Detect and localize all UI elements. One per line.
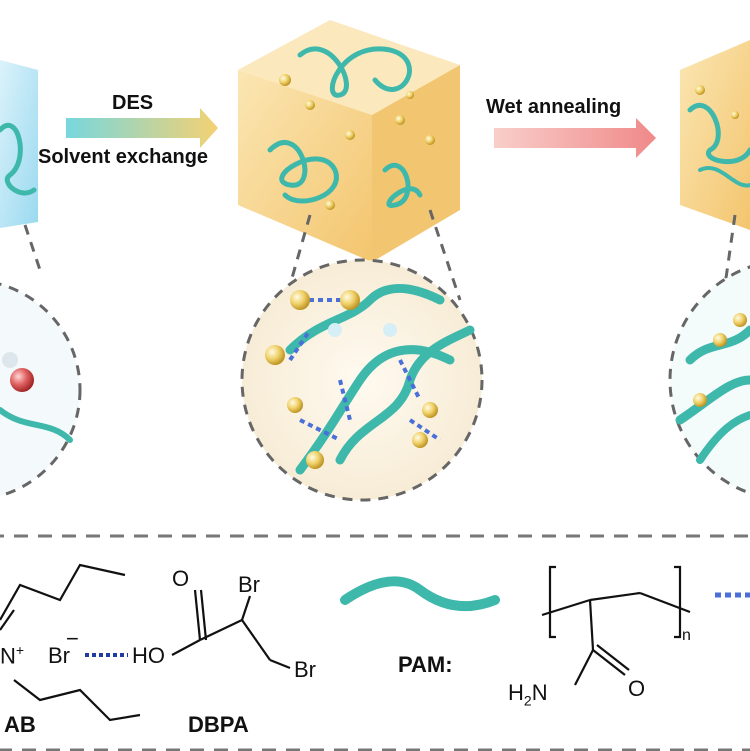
subscript-n: n [682,627,691,644]
h-atom: H [508,680,524,705]
h2n-label: H2N [508,680,548,708]
ctab-structure [0,563,141,722]
arrow-des [66,108,218,148]
middle-cube [238,20,460,262]
arrow-wet-annealing [494,118,656,158]
n-atom-amide: N [531,680,548,705]
arrow-wet-annealing-label: Wet annealing [486,96,622,118]
n-plus-label: N+ [0,642,24,669]
minus-charge: − [66,626,79,651]
dbpa-structure [171,589,291,670]
zoom-connectors [23,209,737,301]
pam-repeat-unit [541,565,691,686]
ctab-label: AB [4,712,36,737]
left-zoom-circle [0,282,82,498]
h-count: 2 [523,692,532,709]
left-cube [0,60,38,228]
right-zoom-circle [668,265,750,495]
legend-box [0,534,750,751]
n-atom: N [0,643,16,669]
arrow-des-label: DES [112,92,154,114]
br-bottom-label: Br [294,657,316,682]
o-top-label: O [172,566,190,591]
pam-label: PAM: [398,652,453,677]
pam-fiber [340,576,500,611]
o-amide-label: O [628,676,646,701]
br-top-label: Br [238,572,260,597]
middle-zoom-circle [240,258,484,502]
right-cube [680,40,750,230]
ho-label: HO [132,643,165,668]
br-ion-label: Br [48,643,70,668]
dbpa-label: DBPA [188,712,249,737]
arrow-solvent-exchange-label: Solvent exchange [38,146,209,168]
plus-charge: + [15,642,25,658]
